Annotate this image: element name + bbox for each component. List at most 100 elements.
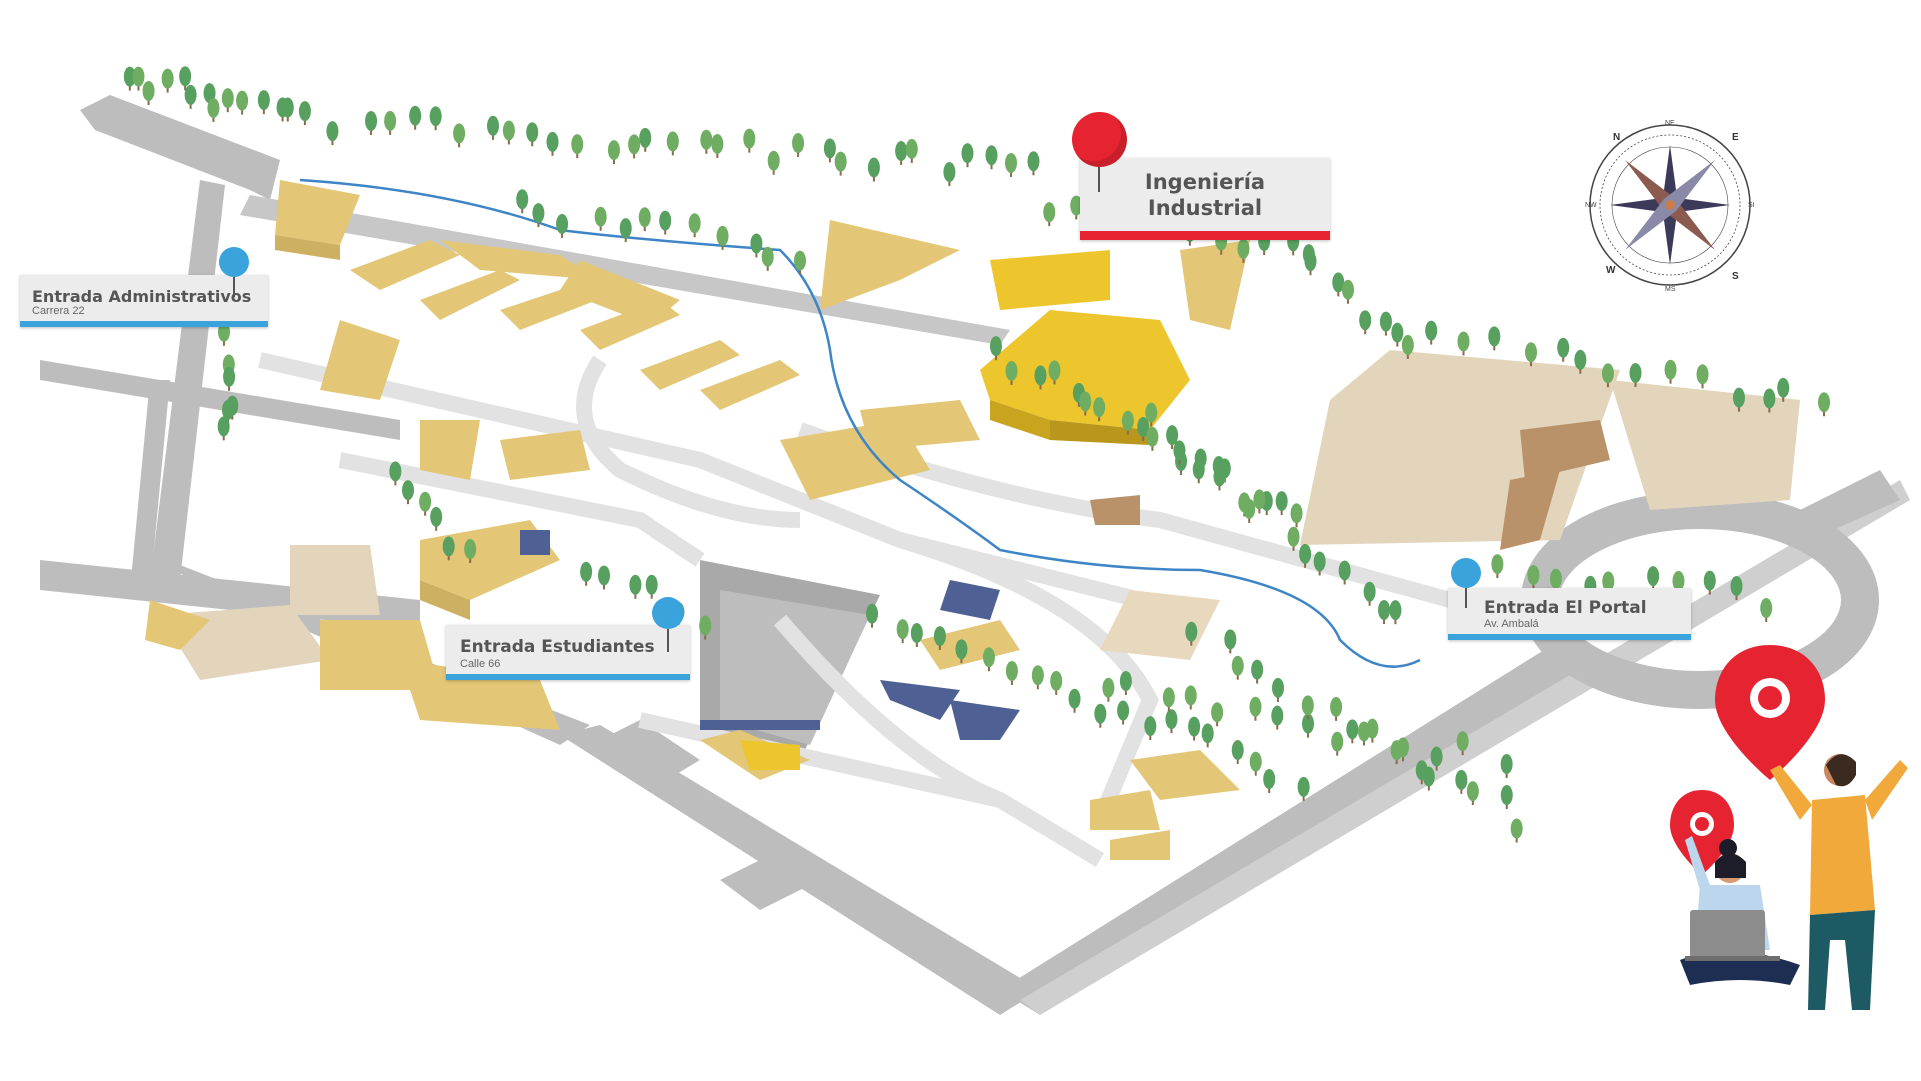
tree-icon [1263, 769, 1276, 794]
tree-icon [221, 88, 234, 113]
people-illustration [1670, 645, 1908, 1010]
tree-icon [1331, 731, 1344, 756]
tree-icon [761, 246, 774, 271]
tree-icon [223, 366, 236, 391]
tree-icon [628, 134, 641, 159]
tree-icon [1251, 659, 1264, 684]
tree-icon [1430, 746, 1443, 771]
tree-icon [700, 129, 713, 154]
tree-icon [1491, 554, 1504, 579]
label-accent-bar [446, 674, 690, 680]
pin-ingenieria-industrial-icon[interactable] [1072, 112, 1127, 192]
tree-icon [607, 140, 620, 165]
tree-icon [1048, 360, 1061, 385]
tree-icon [1510, 818, 1523, 843]
label-ingenieria-industrial[interactable]: Ingeniería Industrial [1080, 158, 1330, 240]
tree-icon [1342, 279, 1355, 304]
tree-icon [1094, 703, 1107, 728]
tree-icon [236, 90, 249, 115]
tree-icon [1121, 410, 1134, 435]
tree-icon [985, 145, 998, 170]
tree-icon [910, 623, 923, 648]
tree-icon [743, 128, 756, 153]
pin-el-portal-icon[interactable] [1451, 558, 1481, 608]
tree-icon [1005, 360, 1018, 385]
tree-icon [123, 66, 136, 91]
label-subtitle: Calle 66 [460, 658, 501, 670]
tree-icon [1173, 440, 1186, 465]
tree-icon [1557, 337, 1570, 362]
tree-icon [1290, 503, 1303, 528]
pin-estudiantes-icon[interactable] [652, 597, 684, 652]
tree-icon [594, 206, 607, 231]
tree-icon [867, 157, 880, 182]
tree-icon [1165, 709, 1178, 734]
tree-icon [571, 134, 584, 159]
label-title: Entrada El Portal [1484, 598, 1647, 618]
tree-icon [688, 213, 701, 238]
tree-icon [1527, 565, 1540, 590]
man-figure [1770, 754, 1908, 1010]
label-entrada-administrativos[interactable]: Entrada Administrativos Carrera 22 [20, 275, 268, 327]
tree-icon [834, 151, 847, 176]
tree-icon [1231, 655, 1244, 680]
tree-icon [896, 619, 909, 644]
trees [123, 66, 1831, 843]
tree-icon [1231, 740, 1244, 765]
tree-icon [1500, 785, 1513, 810]
tree-icon [1401, 334, 1414, 359]
tree-icon [639, 127, 652, 152]
tree-icon [767, 150, 780, 175]
tree-icon [161, 68, 174, 93]
tree-icon [1488, 326, 1501, 351]
tree-icon [556, 213, 569, 238]
tree-icon [943, 162, 956, 187]
compass-label-nw: NW [1585, 202, 1597, 209]
tree-icon [402, 480, 415, 505]
tree-icon [1500, 754, 1513, 779]
tree-icon [419, 491, 432, 516]
compass-label-w: W [1606, 265, 1616, 276]
tree-icon [1201, 723, 1214, 748]
tree-icon [1730, 576, 1743, 601]
tree-icon [1359, 310, 1372, 335]
tree-icon [1005, 660, 1018, 685]
tree-icon [1243, 498, 1256, 523]
ingenieria-industrial-building[interactable] [740, 250, 1190, 770]
tree-icon [1696, 364, 1709, 389]
tree-icon [179, 66, 192, 91]
label-entrada-el-portal[interactable]: Entrada El Portal Av. Ambalá [1448, 588, 1691, 640]
tree-icon [1391, 322, 1404, 347]
compass-label-si: SI [1748, 202, 1755, 209]
tree-icon [1102, 677, 1115, 702]
tree-icon [905, 138, 918, 163]
tree-icon [1302, 713, 1315, 738]
tree-icon [659, 210, 672, 235]
tree-icon [1117, 700, 1130, 725]
compass-label-ms: MS [1665, 286, 1676, 293]
tree-icon [442, 536, 455, 561]
tree-icon [1192, 459, 1205, 484]
tree-icon [1070, 195, 1083, 220]
tree-icon [1456, 731, 1469, 756]
tree-icon [1043, 202, 1056, 227]
tree-icon [1777, 377, 1790, 402]
tree-icon [1224, 629, 1237, 654]
label-entrada-estudiantes[interactable]: Entrada Estudiantes Calle 66 [446, 625, 690, 680]
tree-icon [1166, 425, 1179, 450]
tree-icon [580, 561, 593, 586]
pin-administrativos-icon[interactable] [219, 247, 249, 297]
tree-icon [184, 84, 197, 109]
tree-icon [526, 122, 539, 147]
tree-icon [793, 250, 806, 275]
tree-icon [982, 647, 995, 672]
tree-icon [1455, 769, 1468, 794]
tree-icon [516, 189, 529, 214]
tree-icon [823, 138, 836, 163]
tree-icon [257, 90, 270, 115]
tree-icon [1601, 363, 1614, 388]
tree-icon [1299, 543, 1312, 568]
tree-icon [666, 131, 679, 156]
label-subtitle: Av. Ambalá [1484, 618, 1539, 630]
tree-icon [1287, 526, 1300, 551]
